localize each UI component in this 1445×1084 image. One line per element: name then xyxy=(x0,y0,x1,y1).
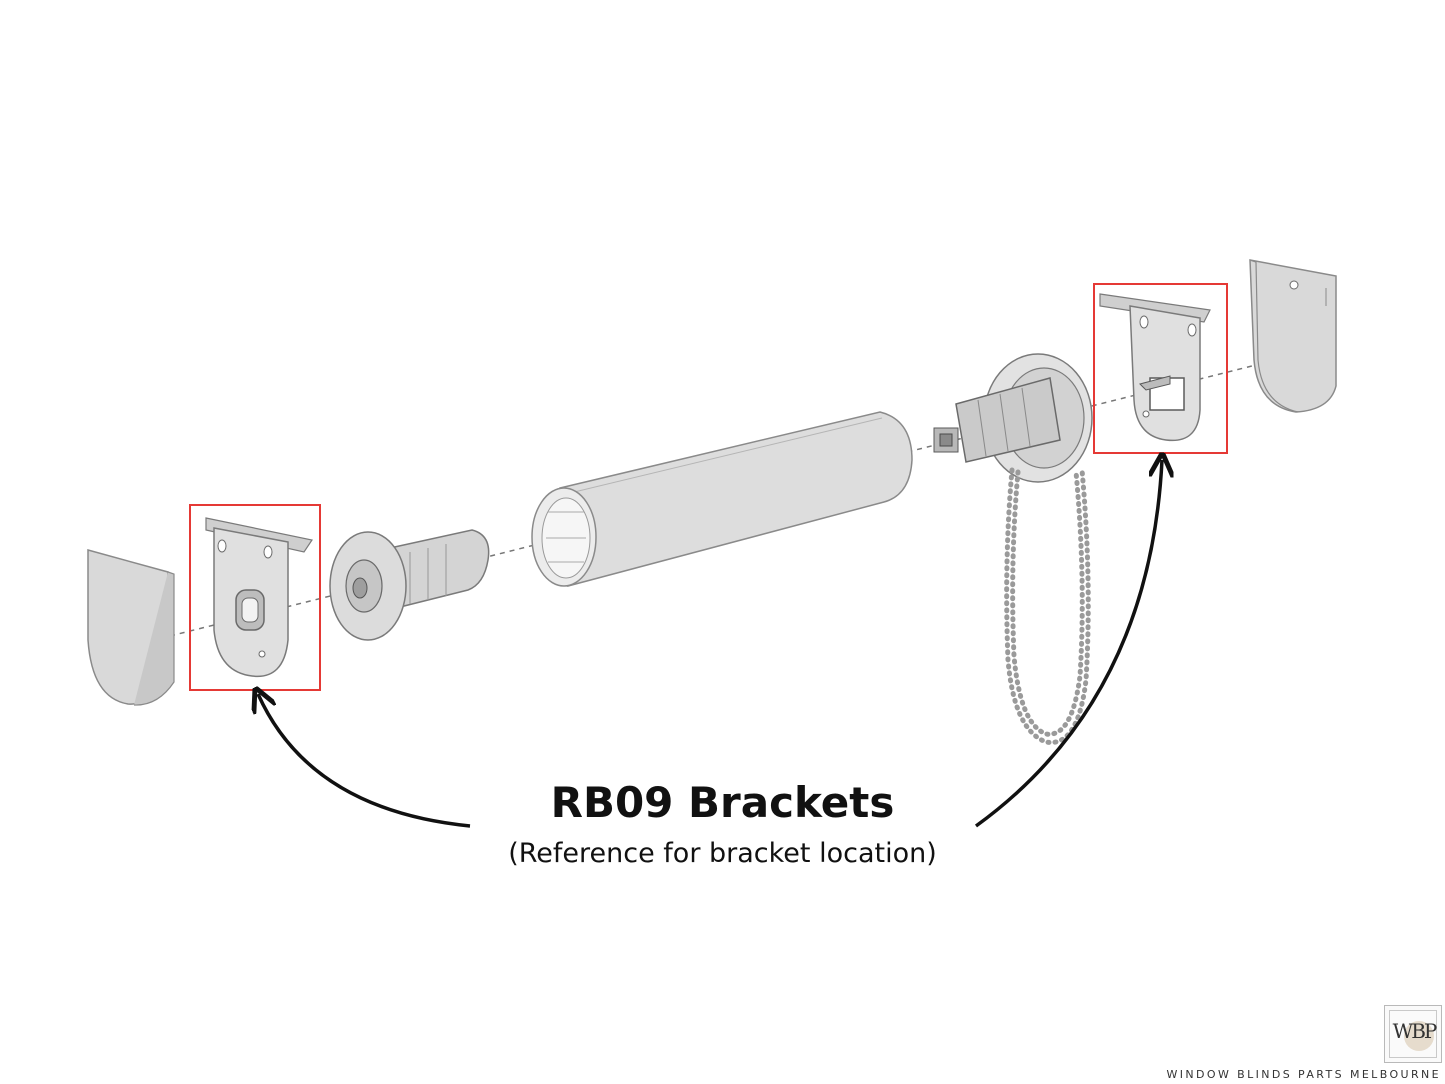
idler-end-plug xyxy=(329,529,490,641)
chain-control-unit xyxy=(933,353,1093,483)
logo-monogram: WBP xyxy=(1392,1019,1438,1043)
logo-circle xyxy=(1404,1021,1434,1051)
brand-name: WINDOW BLINDS PARTS MELBOURNE xyxy=(1166,1068,1441,1081)
arrow-to-left-bracket xyxy=(258,694,471,828)
caption-subtitle: (Reference for bracket location) xyxy=(508,838,937,869)
caption-title: RB09 Brackets xyxy=(550,778,895,827)
brand-logo: WBP xyxy=(1384,1005,1442,1063)
end-cap-left xyxy=(87,549,175,706)
arrow-to-right-bracket xyxy=(974,460,1162,828)
bracket-right xyxy=(1099,293,1211,442)
end-cap-right xyxy=(1249,259,1337,413)
bead-chain xyxy=(1004,467,1091,745)
logo-frame: WBP xyxy=(1389,1010,1437,1058)
bracket-left xyxy=(205,517,313,678)
roller-tube xyxy=(531,411,913,587)
